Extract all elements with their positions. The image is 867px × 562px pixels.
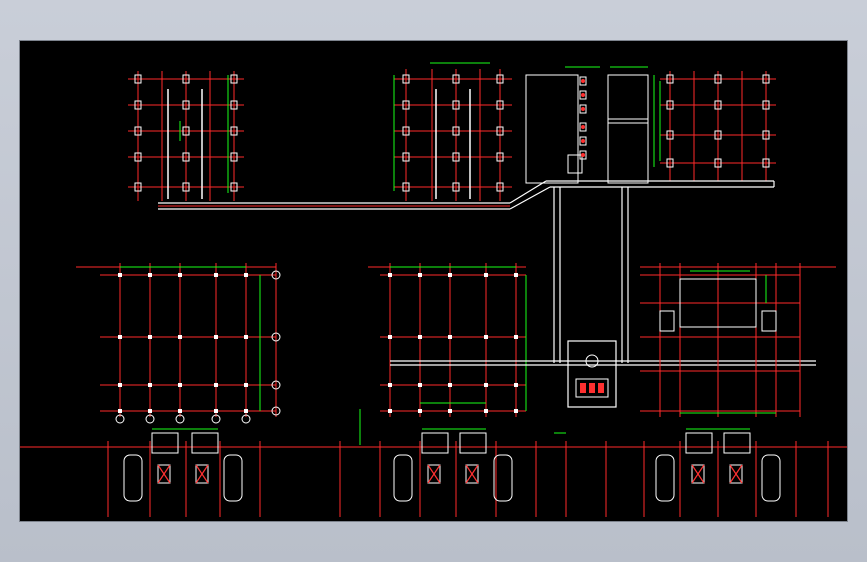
grid-block-mid-left — [76, 263, 281, 424]
corridor-main — [158, 180, 775, 363]
dispatch-room — [567, 340, 617, 408]
grid-block-top-right — [659, 71, 776, 181]
cad-drawing[interactable] — [20, 41, 847, 521]
grid-block-top-left — [128, 71, 244, 201]
grid-block-mid-right — [640, 263, 836, 417]
service-rooms-top — [525, 66, 655, 184]
drawing-viewport[interactable] — [20, 41, 847, 521]
equipment-row-bottom — [20, 409, 847, 517]
grid-block-mid-center — [368, 263, 816, 417]
grid-block-top-middle — [393, 62, 512, 201]
